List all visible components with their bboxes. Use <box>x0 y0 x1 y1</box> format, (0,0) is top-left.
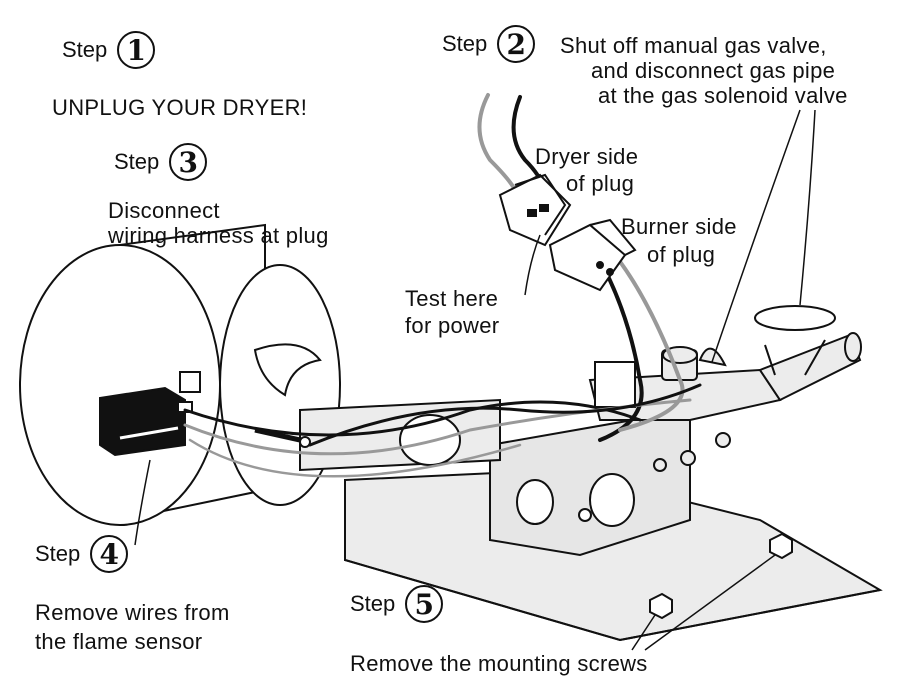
burner-side-label-line-2: of plug <box>647 242 716 267</box>
step-2-text-line-3: at the gas solenoid valve <box>598 83 848 108</box>
step-1: Step 1 <box>62 31 156 69</box>
step-4-number: 4 <box>90 535 129 573</box>
plug-halves <box>498 173 637 292</box>
step-5: Step 5 <box>350 585 444 623</box>
step-4-text-line-1: Remove wires from <box>35 600 230 625</box>
step-2-number: 2 <box>497 25 536 63</box>
igniter <box>254 427 311 448</box>
step-1-text: UNPLUG YOUR DRYER! <box>52 95 308 120</box>
burner-side-label-line-1: Burner side <box>621 214 737 239</box>
step-5-word: Step <box>350 591 396 616</box>
wiring <box>183 93 702 478</box>
step-4-word: Step <box>35 541 81 566</box>
dryer-side-label-line-1: Dryer side <box>535 144 639 169</box>
step-4-text-line-2: the flame sensor <box>35 629 203 654</box>
step-1-word: Step <box>62 37 108 62</box>
step-3-text-line-2: wiring harness at plug <box>108 223 329 248</box>
step-2-text-line-2: and disconnect gas pipe <box>591 58 836 83</box>
step-2: Step 2 <box>442 25 536 63</box>
step-1-number: 1 <box>117 31 156 69</box>
leader-lines <box>134 109 816 651</box>
flame-sensor <box>99 371 201 457</box>
step-3-word: Step <box>114 149 160 174</box>
step-4: Step 4 <box>35 535 129 573</box>
step-5-number: 5 <box>405 585 444 623</box>
test-here-label-line-2: for power <box>405 313 500 338</box>
step-3: Step 3 <box>114 143 208 181</box>
step-2-text-line-1: Shut off manual gas valve, <box>560 33 827 58</box>
step-2-word: Step <box>442 31 488 56</box>
step-3-number: 3 <box>169 143 208 181</box>
step-5-text: Remove the mounting screws <box>350 651 648 676</box>
test-here-label-line-1: Test here <box>405 286 499 311</box>
step-3-text-line-1: Disconnect <box>108 198 220 223</box>
mounting-screws <box>649 532 793 620</box>
burner-base <box>344 408 883 642</box>
dryer-side-label-line-2: of plug <box>566 171 635 196</box>
